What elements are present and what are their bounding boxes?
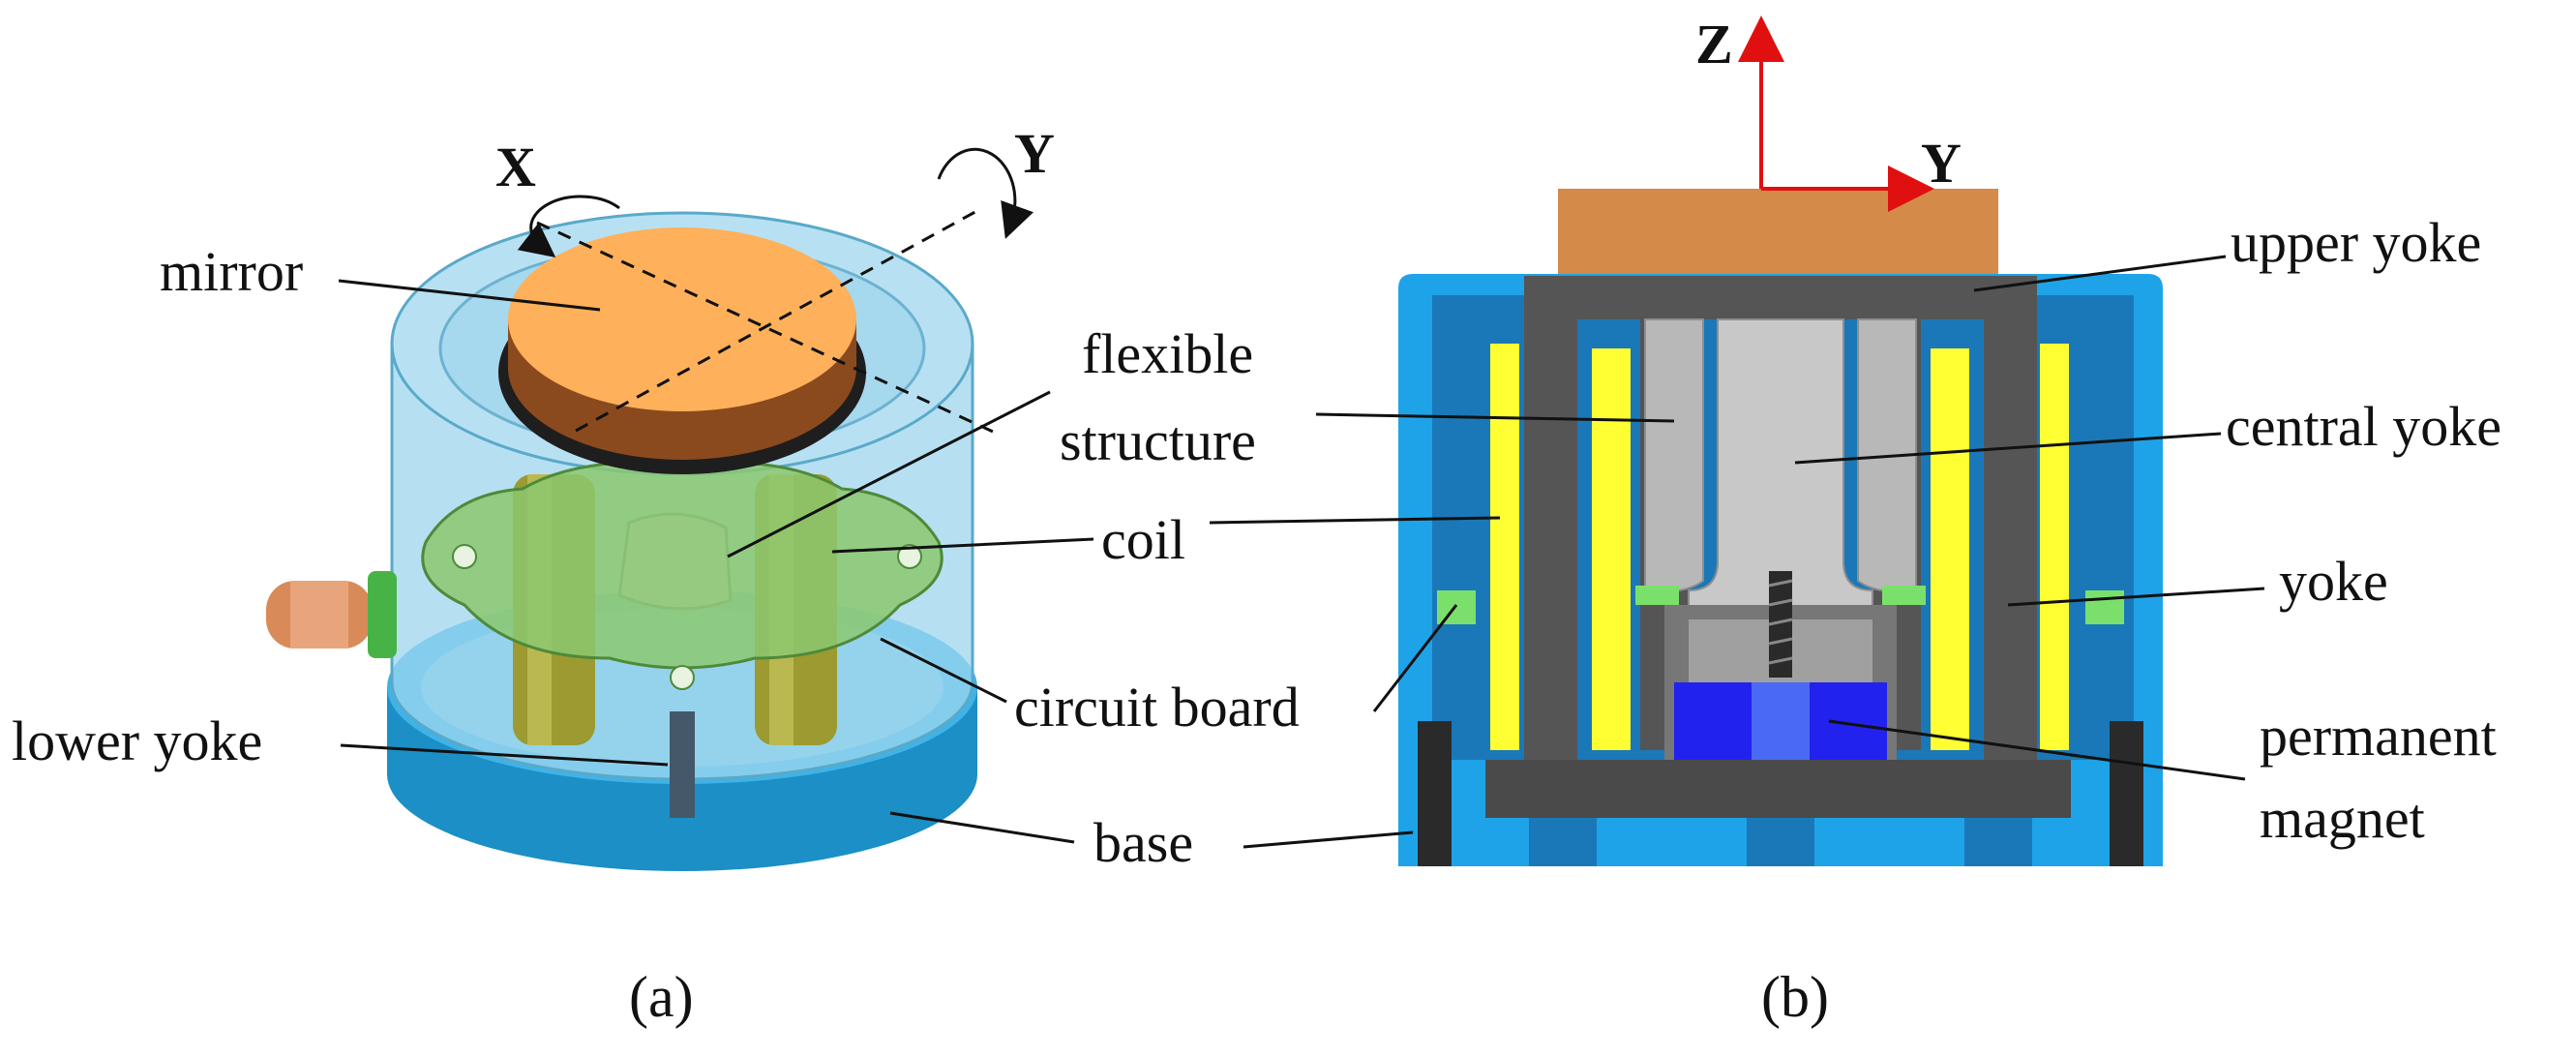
caption-a: (a) [629,965,694,1029]
label-magnet: magnet [2260,787,2425,850]
label-base: base [1093,811,1193,874]
panel-b-cross-section [1398,189,2163,866]
axis-label-x: X [495,136,536,198]
label-flexible: flexible [1082,322,1253,385]
lower-yoke-part [670,711,695,818]
label-coil: coil [1101,508,1185,571]
label-central-yoke: central yoke [2226,395,2501,458]
label-permanent: permanent [2260,705,2497,768]
coil-section [1490,344,2069,750]
panel-a-illustration [266,147,1034,871]
connector-part [266,571,397,658]
label-upper-yoke: upper yoke [2231,211,2481,274]
mirror-section [1558,189,1998,274]
label-structure: structure [1060,409,1256,472]
caption-b: (b) [1761,965,1829,1029]
axis-label-y-b: Y [1921,132,1962,195]
label-yoke: yoke [2279,550,2388,613]
x-axis-dashed [536,221,1003,437]
panel-b-leader-lines [1209,255,2265,849]
x-rotation-arrow-icon [517,195,620,258]
y-axis-dashed [575,206,983,433]
mirror-part [498,227,866,474]
panel-a-leader-lines [338,279,1094,844]
label-lower-yoke: lower yoke [12,709,262,772]
axis-label-y: Y [1014,122,1055,185]
label-circuit-board: circuit board [1014,676,1300,739]
axis-label-z: Z [1695,13,1733,75]
upper-yoke-section [1524,276,2037,319]
label-mirror: mirror [160,240,303,303]
y-rotation-arrow-icon [937,147,1034,239]
